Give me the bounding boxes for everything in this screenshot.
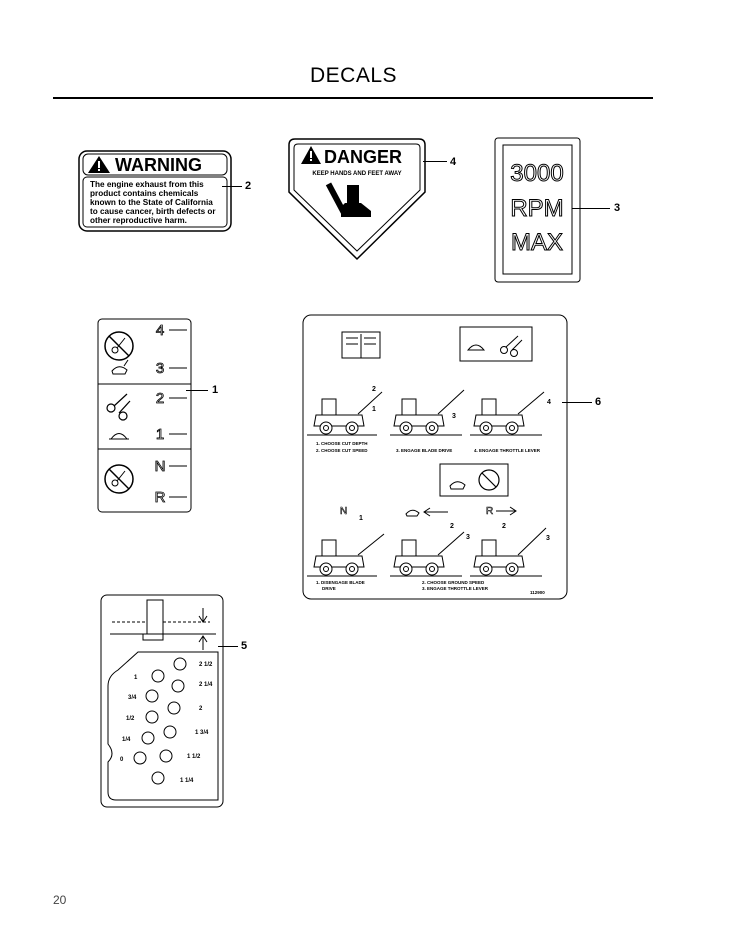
instruction-caption: 3. ENGAGE THROTTLE LEVER — [422, 586, 489, 591]
leader-line — [423, 161, 447, 162]
rpm-decal: 3000 RPM MAX — [494, 137, 581, 283]
warning-triangle-icon — [301, 146, 321, 164]
step-label: 3 — [466, 534, 470, 541]
step-label: 2 — [450, 523, 454, 530]
instruction-caption: 1. CHOOSE CUT DEPTH — [316, 441, 368, 446]
instruction-caption: 1. DISENGAGE BLADE — [316, 580, 365, 585]
boot-icon — [325, 182, 371, 217]
warning-line: other reproductive harm. — [90, 216, 187, 225]
page-number: 20 — [53, 893, 67, 907]
leader-line — [572, 208, 610, 209]
depth-right-value: 1 1/2 — [187, 754, 201, 760]
speed-selector-decal: 4 3 2 1 N R — [97, 318, 192, 513]
rpm-value: 3000 — [510, 160, 563, 187]
title-rule — [53, 97, 653, 99]
callout-number: 3 — [614, 202, 621, 214]
rabbit-icon — [449, 481, 466, 490]
depth-left-value: 3/4 — [128, 695, 137, 701]
turtle-icon — [466, 344, 486, 351]
step-label: 4 — [547, 399, 551, 406]
callout-number: 6 — [595, 396, 602, 408]
no-mow-icon — [478, 469, 500, 491]
leader-line — [186, 390, 208, 391]
callout-number: 1 — [212, 384, 219, 396]
depth-left-value: 1/2 — [126, 716, 135, 722]
down-arrow-icon — [198, 608, 208, 623]
rabbit-arrow-icon — [405, 507, 448, 517]
grass-blade-icon — [110, 599, 216, 641]
page-title: DECALS — [309, 64, 398, 87]
speed-position: N — [155, 458, 166, 475]
right-arrow-icon — [496, 506, 517, 516]
depth-right-value: 1 3/4 — [195, 730, 209, 736]
turtle-icon — [109, 433, 129, 440]
mower-illustration — [390, 531, 465, 577]
mower-illustration — [307, 391, 383, 436]
instruction-caption: 3. ENGAGE BLADE DRIVE — [396, 448, 452, 453]
depth-right-value: 2 1/2 — [199, 662, 213, 668]
instructions-decal: 2 1 3 4 1. CHOOSE CUT DEPTH 2. CHOOSE CU… — [302, 314, 568, 600]
mower-illustration — [470, 527, 547, 577]
warning-line: The engine exhaust from this — [90, 180, 204, 189]
scissors-icon — [500, 335, 523, 357]
depth-left-value: 1/4 — [122, 737, 131, 743]
mower-illustration — [390, 389, 465, 436]
warning-heading: WARNING — [115, 155, 202, 175]
step-label: 1 — [372, 406, 376, 413]
reverse-label: R — [486, 506, 493, 517]
depth-left-value: 0 — [120, 757, 124, 763]
instruction-caption: 4. ENGAGE THROTTLE LEVER — [474, 448, 541, 453]
part-number: 112900 — [530, 590, 545, 595]
rabbit-icon — [111, 359, 129, 375]
mower-illustration — [470, 391, 545, 436]
speed-position: R — [155, 489, 166, 506]
leader-line — [218, 646, 238, 647]
warning-decal: WARNING The engine exhaust from this pro… — [78, 150, 232, 232]
depth-left-value: 1 — [134, 675, 138, 681]
step-label: 2 — [502, 523, 506, 530]
instruction-caption: DRIVE — [322, 586, 336, 591]
warning-line: known to the State of California — [90, 198, 213, 207]
speed-position: 2 — [156, 390, 164, 407]
callout-number: 5 — [241, 640, 248, 652]
leader-line — [562, 402, 592, 403]
warning-triangle-icon — [88, 156, 110, 173]
depth-right-value: 2 — [199, 706, 203, 712]
instruction-caption: 2. CHOOSE CUT SPEED — [316, 448, 368, 453]
danger-heading: DANGER — [324, 147, 402, 167]
warning-line: to cause cancer, birth defects or — [90, 207, 216, 216]
leader-line — [222, 186, 242, 187]
danger-subheading: KEEP HANDS AND FEET AWAY — [312, 171, 401, 177]
mower-illustration — [307, 533, 385, 577]
danger-decal: DANGER KEEP HANDS AND FEET AWAY — [288, 138, 426, 261]
no-mow-icon — [104, 331, 134, 361]
scissors-icon — [106, 393, 131, 421]
rpm-max: MAX — [511, 229, 563, 256]
manual-book-icon — [341, 331, 381, 359]
step-label: 3 — [452, 413, 456, 420]
callout-number: 2 — [245, 180, 252, 192]
neutral-label: N — [340, 506, 347, 517]
instruction-caption: 2. CHOOSE GROUND SPEED — [422, 580, 485, 585]
cutting-depth-decal: 1 3/4 1/2 1/4 0 2 1/2 2 1/4 2 1 3/4 1 1/… — [100, 594, 224, 808]
depth-right-value: 2 1/4 — [199, 682, 213, 688]
step-label: 2 — [372, 386, 376, 393]
step-label: 1 — [359, 515, 363, 522]
callout-number: 4 — [450, 156, 457, 168]
speed-position: 4 — [156, 322, 164, 339]
up-arrow-icon — [198, 635, 208, 650]
rpm-unit: RPM — [510, 195, 563, 222]
speed-position: 3 — [156, 360, 164, 377]
step-label: 3 — [546, 535, 550, 542]
speed-position: 1 — [156, 426, 164, 443]
no-mow-icon — [104, 464, 134, 494]
depth-right-value: 1 1/4 — [180, 778, 194, 784]
warning-line: product contains chemicals — [90, 189, 199, 198]
